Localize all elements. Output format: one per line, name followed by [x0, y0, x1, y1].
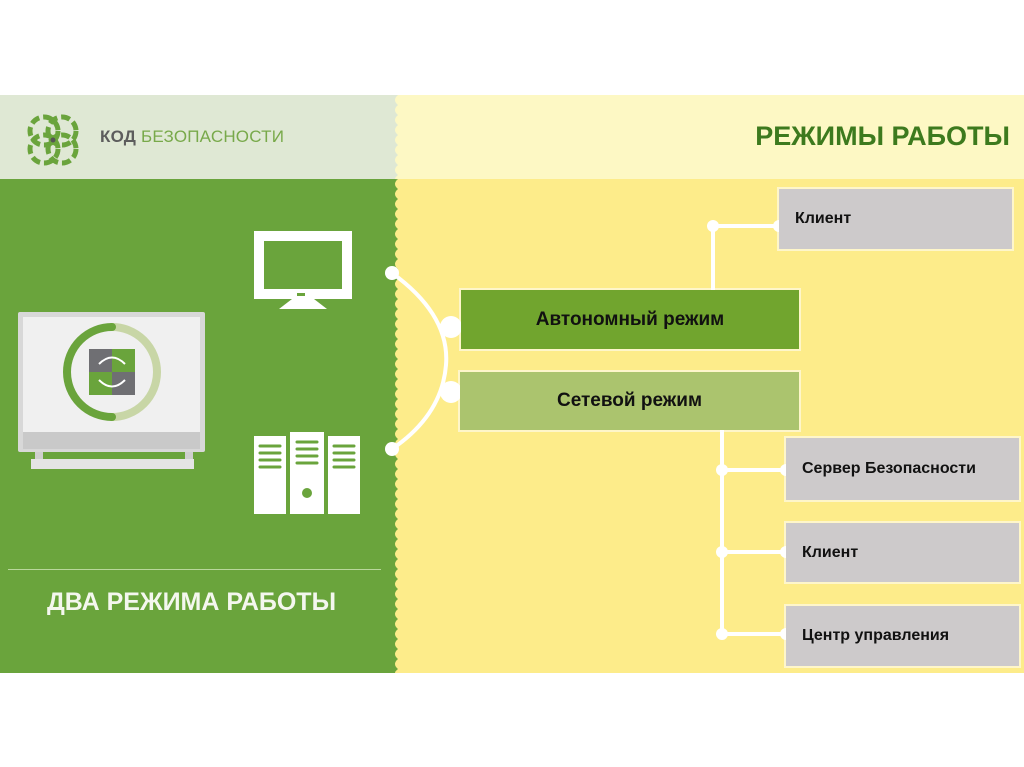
slide: КОД БЕЗОПАСНОСТИ РЕЖИМЫ РАБОТЫ: [0, 95, 1024, 673]
brand-part1: КОД: [100, 127, 137, 146]
mode-node: [440, 381, 462, 403]
page-title: РЕЖИМЫ РАБОТЫ: [755, 121, 1010, 151]
network-client-box: Клиент: [786, 523, 1019, 582]
arc-node: [385, 442, 399, 456]
logo-icon: [27, 114, 79, 166]
control-center-box: Центр управления: [786, 606, 1019, 666]
monitor-sync-icon: [18, 312, 205, 469]
divider: [8, 569, 381, 570]
mode-node: [440, 316, 462, 338]
zigzag-edge: [395, 95, 406, 673]
arc-connector: [390, 271, 449, 451]
brand-part2: БЕЗОПАСНОСТИ: [141, 127, 285, 146]
brand-name: КОД БЕЗОПАСНОСТИ: [100, 127, 284, 147]
server-icon: [254, 432, 360, 514]
mode-network: Сетевой режим: [460, 372, 799, 430]
desktop-icon: [254, 231, 352, 309]
right-header-panel: [398, 95, 1024, 179]
mode-autonomous: Автономный режим: [461, 290, 799, 349]
left-caption: ДВА РЕЖИМА РАБОТЫ: [47, 588, 337, 616]
client-branch: [711, 224, 779, 292]
autonomous-client-box: Клиент: [779, 189, 1012, 249]
security-server-box: Сервер Безопасности: [786, 438, 1019, 500]
arc-node: [385, 266, 399, 280]
